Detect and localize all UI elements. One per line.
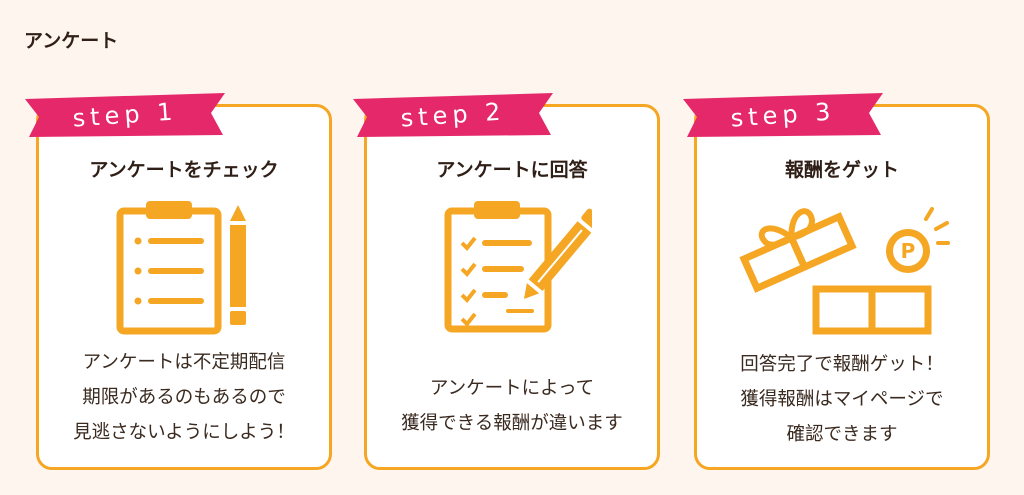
description-line: 見逃さないようにしよう！ (73, 422, 295, 443)
step-description: アンケートは不定期配信 期限があるのもあるので 見逃さないようにしよう！ (39, 345, 329, 450)
step-ribbon: step 3 (683, 93, 883, 137)
page-title: アンケート (24, 30, 119, 52)
point-coin-label: P (901, 239, 916, 263)
step-card-2: step 2 アンケートに回答 アンケートによって 獲 (353, 93, 660, 470)
step-ribbon: step 1 (25, 93, 225, 137)
description-line: アンケートによって (429, 378, 595, 399)
description-line: 獲得報酬はマイページで (740, 389, 944, 410)
step-heading: 報酬をゲット (784, 159, 899, 181)
clipboard-pencil-icon (114, 199, 254, 339)
checklist-writing-icon (432, 199, 602, 339)
step-ribbon: step 2 (353, 93, 553, 137)
description-line: アンケートは不定期配信 (82, 352, 286, 373)
step-description: アンケートによって 獲得できる報酬が違います (367, 371, 657, 441)
gift-point-icon: P (732, 199, 952, 339)
step-heading: アンケートをチェック (89, 159, 279, 181)
step-card-3: step 3 報酬をゲット P 回答完了で報酬ゲット！ (683, 93, 990, 470)
description-line: 回答完了で報酬ゲット！ (740, 354, 944, 375)
step-card-1: step 1 アンケートをチェック アンケートは不定期配信 期限があるのもあるの… (25, 93, 332, 470)
description-line: 期限があるのもあるので (82, 387, 286, 408)
step-heading: アンケートに回答 (436, 159, 588, 181)
description-line: 確認できます (786, 424, 898, 445)
step-description: 回答完了で報酬ゲット！ 獲得報酬はマイページで 確認できます (697, 347, 987, 452)
description-line: 獲得できる報酬が違います (401, 413, 623, 434)
